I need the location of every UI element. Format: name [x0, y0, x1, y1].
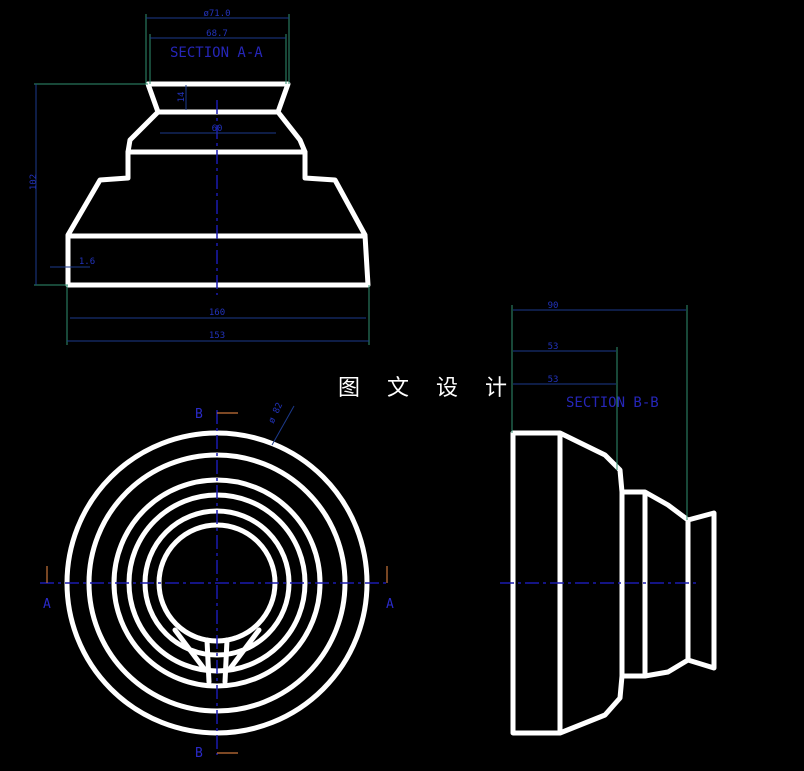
section-b-label: SECTION B-B: [566, 395, 659, 411]
dim-base-inner: 160: [209, 308, 225, 318]
dim-height: 102: [29, 174, 39, 190]
dim-total: 90: [548, 301, 559, 311]
cut-markers: [46, 412, 388, 754]
dim-wall: 1.6: [79, 257, 95, 267]
plan-view: A A B B ø 82: [40, 401, 394, 761]
dim-base-outer: 153: [209, 331, 225, 341]
dim-neck: 60: [212, 124, 223, 134]
section-a-profile: [65, 81, 371, 288]
section-a-a-view: ø71.0 68.7 SECTION A-A 14 60 102 1.6 160…: [29, 9, 371, 345]
cut-label-b-bottom: B: [195, 746, 203, 761]
drawing-title: 图 文 设 计: [338, 376, 517, 401]
cut-label-a-left: A: [43, 597, 51, 612]
dim-diameter: ø 82: [267, 401, 285, 425]
cut-label-b-top: B: [195, 407, 203, 422]
section-b-b-view: 90 53 53 SECTION B-B: [500, 301, 717, 736]
section-b-profile: [510, 430, 717, 736]
ribs: [172, 627, 262, 685]
dim-depth: 14: [177, 92, 187, 103]
cut-label-a-right: A: [386, 597, 394, 612]
dim-step2: 53: [548, 375, 559, 385]
section-a-label: SECTION A-A: [170, 45, 263, 61]
dim-top-inner: 68.7: [206, 29, 228, 39]
dim-step1: 53: [548, 342, 559, 352]
dim-top-outer: ø71.0: [203, 9, 230, 19]
